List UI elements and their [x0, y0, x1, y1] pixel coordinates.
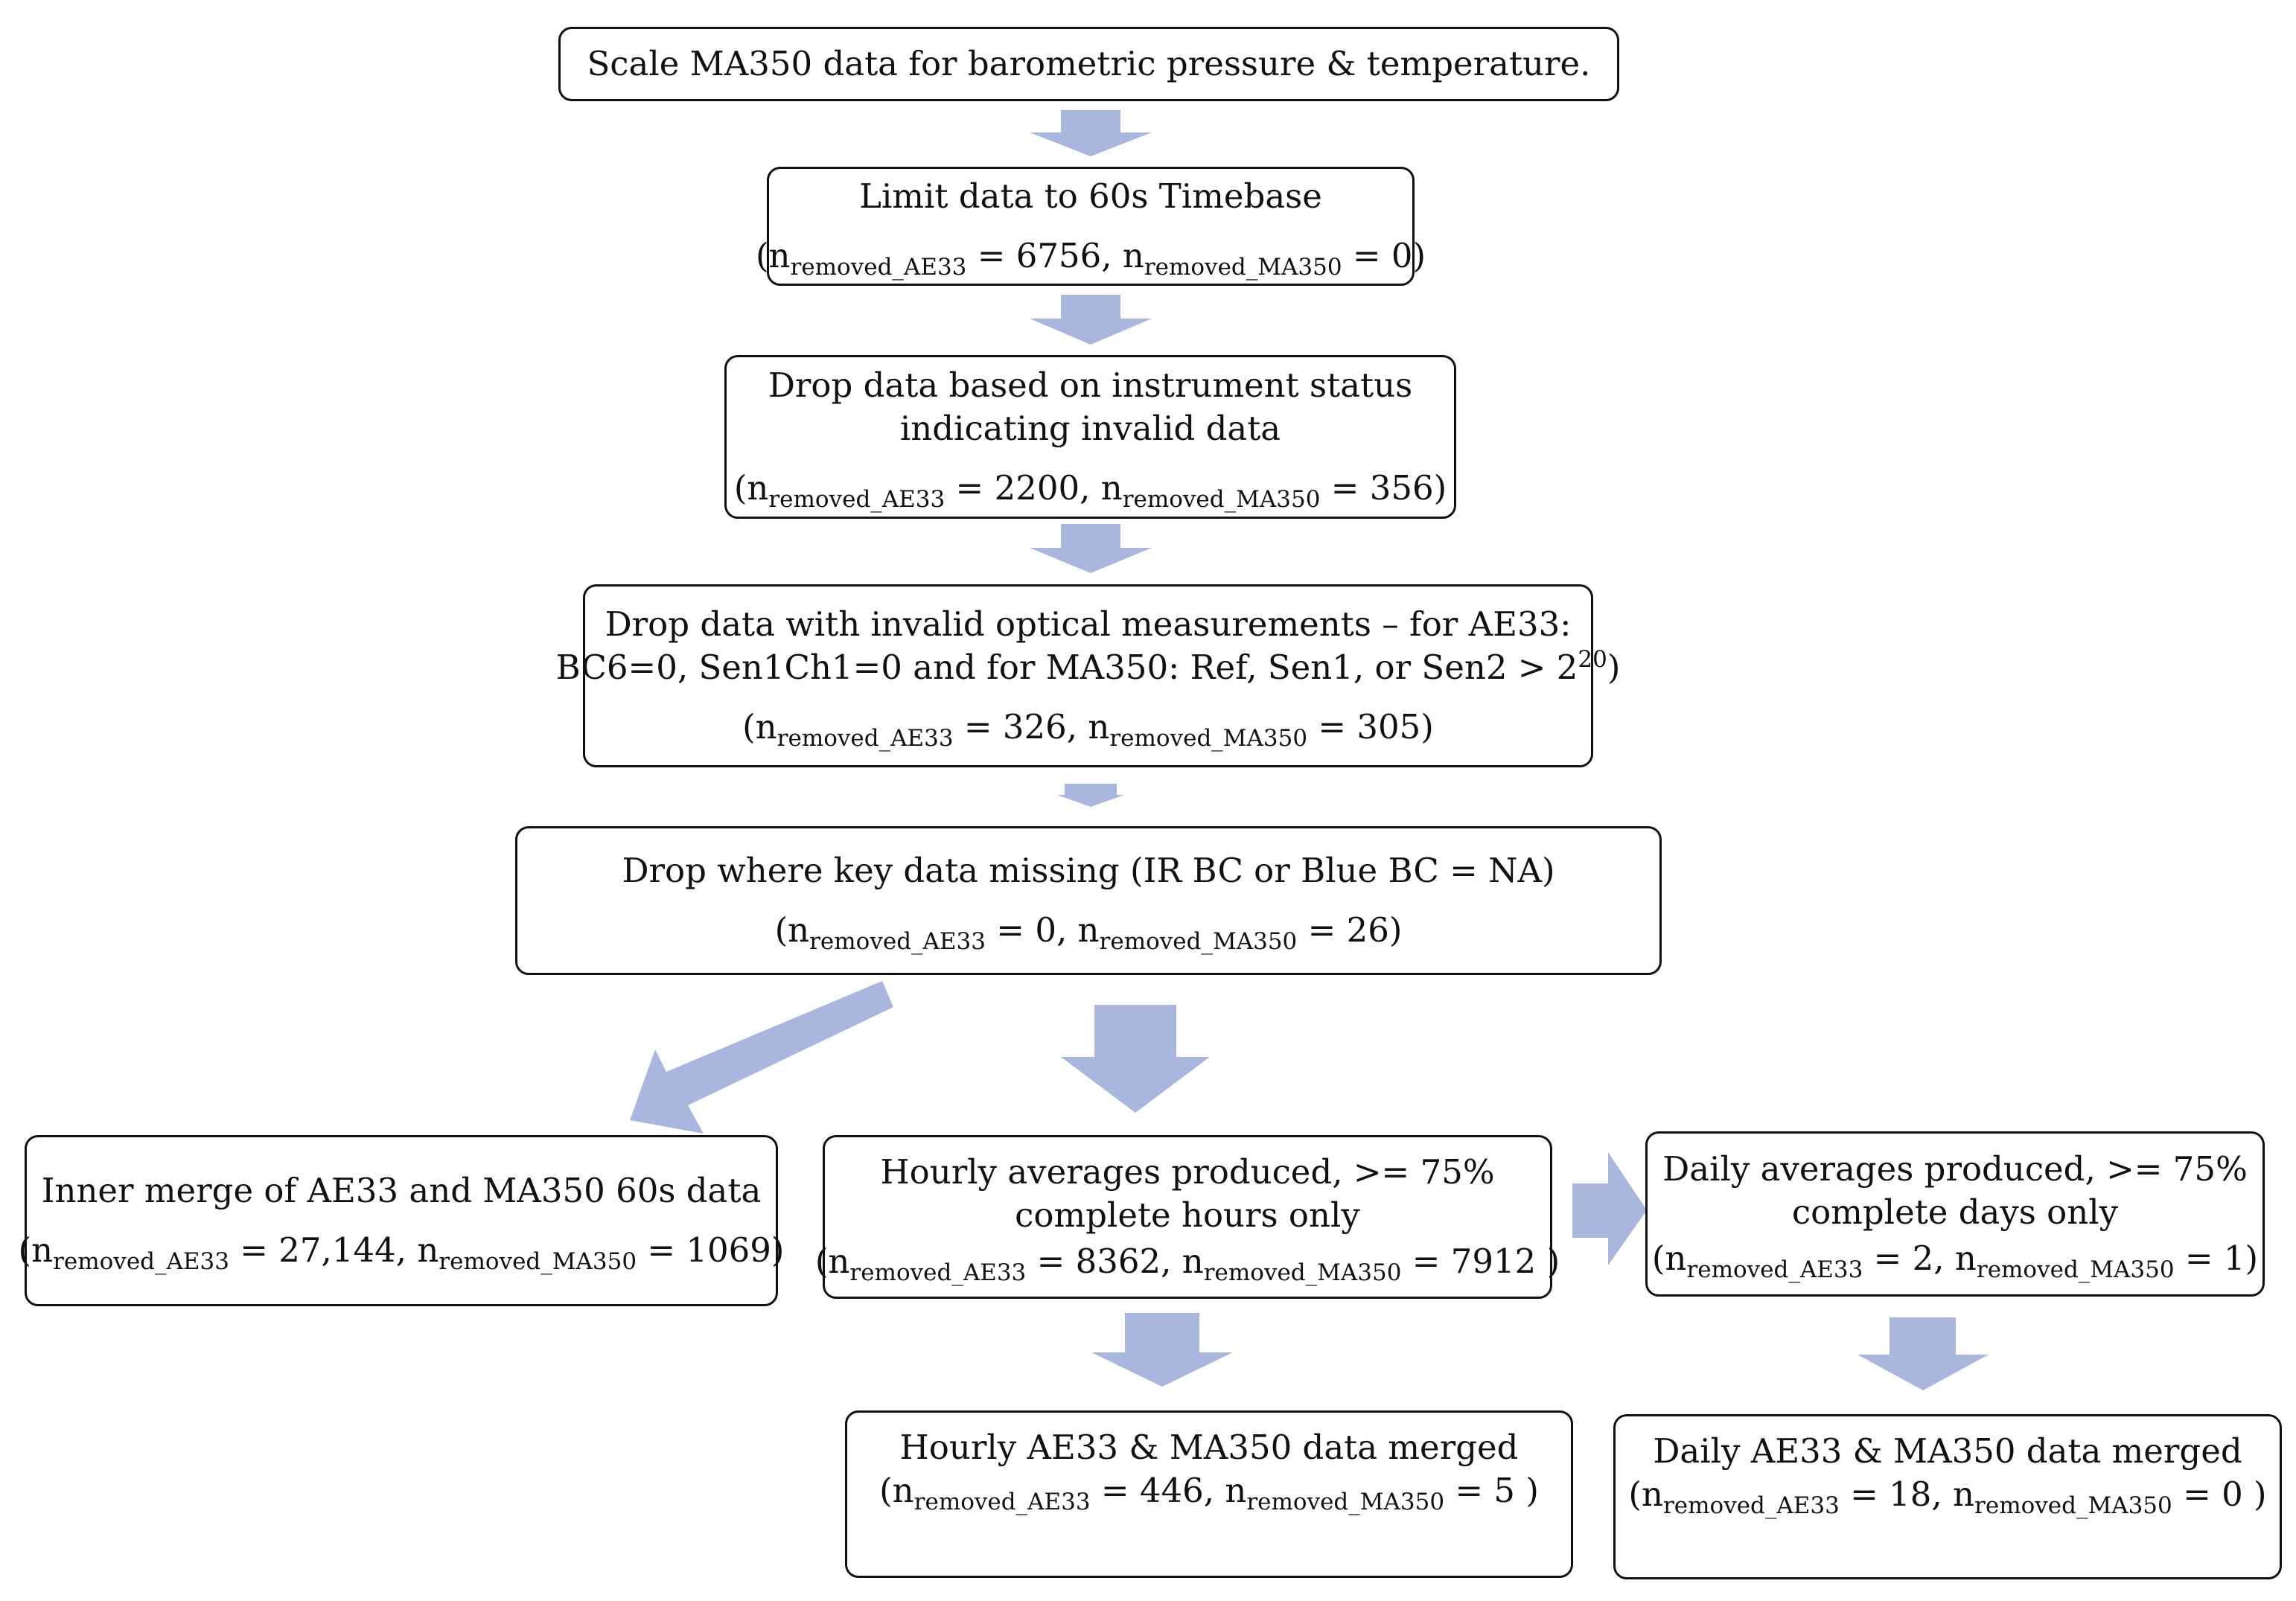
step-inner-merge-stat: (nremoved_AE33 = 27,144, nremoved_MA350 … [18, 1230, 785, 1275]
step-inner-merge-box: Inner merge of AE33 and MA350 60s data (… [19, 1135, 784, 1306]
step-daily-title-line2: complete days only [1791, 1192, 2119, 1232]
step-hourly-merged-box: Hourly AE33 & MA350 data merged (nremove… [845, 1410, 1573, 1578]
step-hourly-merged-title: Hourly AE33 & MA350 data merged [899, 1428, 1519, 1467]
step-optical-title-line1: Drop data with invalid optical measureme… [605, 604, 1572, 644]
arrow-optical-to-missing [1057, 784, 1124, 807]
arrow-hourly-to-daily [1572, 1152, 1647, 1265]
step-inner-merge-title: Inner merge of AE33 and MA350 60s data [41, 1171, 762, 1210]
step-status-box: Drop data based on instrument status ind… [724, 355, 1456, 519]
step-limit-stat: (nremoved_AE33 = 6756, nremoved_MA350 = … [755, 236, 1426, 281]
step-status-stat: (nremoved_AE33 = 2200, nremoved_MA350 = … [733, 468, 1447, 513]
step-missing-title: Drop where key data missing (IR BC or Bl… [622, 851, 1555, 890]
step-status-title-line2: indicating invalid data [899, 409, 1281, 448]
step-daily-averages-box: Daily averages produced, >= 75% complete… [1645, 1131, 2265, 1297]
step-daily-merged-stat: (nremoved_AE33 = 18, nremoved_MA350 = 0 … [1628, 1474, 2267, 1519]
arrow-hourly-to-hourly-merged [1091, 1313, 1233, 1387]
arrow-missing-to-hourly [1061, 1005, 1210, 1113]
step-scale-title: Scale MA350 data for barometric pressure… [587, 44, 1591, 83]
step-hourly-merged-stat: (nremoved_AE33 = 446, nremoved_MA350 = 5… [879, 1471, 1539, 1515]
arrow-scale-to-limit [1030, 110, 1152, 156]
step-hourly-title-line2: complete hours only [1015, 1195, 1360, 1235]
step-limit-title: Limit data to 60s Timebase [859, 176, 1322, 216]
step-status-title-line1: Drop data based on instrument status [768, 365, 1413, 405]
step-hourly-averages-box: Hourly averages produced, >= 75% complet… [815, 1135, 1560, 1299]
arrow-limit-to-status [1030, 295, 1152, 345]
arrow-status-to-optical [1030, 524, 1152, 573]
step-scale-box: Scale MA350 data for barometric pressure… [558, 27, 1619, 101]
step-missing-stat: (nremoved_AE33 = 0, nremoved_MA350 = 26) [774, 910, 1403, 955]
step-daily-merged-box: Daily AE33 & MA350 data merged (nremoved… [1613, 1414, 2282, 1579]
step-daily-title-line1: Daily averages produced, >= 75% [1662, 1149, 2248, 1189]
step-optical-title-line2: BC6=0, Sen1Ch1=0 and for MA350: Ref, Sen… [555, 646, 1621, 687]
step-hourly-stat: (nremoved_AE33 = 8362, nremoved_MA350 = … [814, 1242, 1560, 1286]
arrow-daily-to-daily-merged [1857, 1317, 1989, 1390]
step-limit-box: Limit data to 60s Timebase (nremoved_AE3… [756, 167, 1426, 286]
step-optical-stat: (nremoved_AE33 = 326, nremoved_MA350 = 3… [742, 707, 1434, 752]
step-missing-box: Drop where key data missing (IR BC or Bl… [515, 826, 1662, 975]
step-daily-merged-title: Daily AE33 & MA350 data merged [1653, 1431, 2242, 1471]
arrow-missing-to-inner [630, 981, 893, 1134]
step-optical-box: Drop data with invalid optical measureme… [556, 584, 1620, 767]
step-daily-stat: (nremoved_AE33 = 2, nremoved_MA350 = 1) [1651, 1239, 2259, 1283]
step-hourly-title-line1: Hourly averages produced, >= 75% [880, 1152, 1495, 1192]
